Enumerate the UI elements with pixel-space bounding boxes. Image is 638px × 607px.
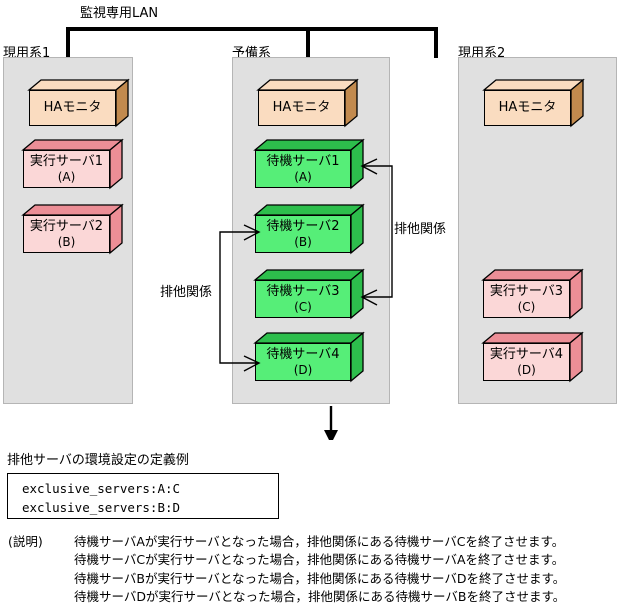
explanation-block: (説明) 待機サーバAが実行サーバとなった場合，排他関係にある待機サーバCを終了… [8,533,565,607]
box-ha-monitor-2: HAモニタ [256,78,359,128]
config-code-box: exclusive_servers:A:C exclusive_servers:… [7,473,279,519]
lan-label: 監視専用LAN [80,6,159,21]
box-3d-shading [256,78,359,128]
relation-label-right: 排他関係 [394,222,447,237]
box-3d-shading [27,78,130,128]
box-standby-server-1: 待機サーバ1 (A) [253,138,365,190]
arrowhead-to-standby-2 [243,224,261,241]
box-label-line1: HAモニタ [498,100,557,116]
config-section-title: 排他サーバの環境設定の定義例 [7,453,189,468]
explanation-line-1: 待機サーバAが実行サーバとなった場合，排他関係にある待機サーバCを終了させます。 [74,534,565,549]
box-label-line1: HAモニタ [43,100,102,116]
explanation-line-4: 待機サーバDが実行サーバとなった場合，排他関係にある待機サーバBを終了させます。 [74,589,566,605]
box-label-line1: 実行サーバ4 [489,347,564,363]
box-3d-shading [481,268,584,320]
lan-bus-line [66,27,438,31]
box-label-line1: 実行サーバ3 [489,284,564,300]
box-ha-monitor-3: HAモニタ [482,78,585,128]
box-standby-server-3: 待機サーバ3 (C) [253,268,365,320]
box-label-line1: 実行サーバ1 [29,154,104,170]
box-label-line2: (B) [57,234,76,249]
code-line-1: exclusive_servers:A:C [22,481,181,496]
flow-arrow-head [324,430,338,440]
box-label-line1: 待機サーバ4 [266,347,340,363]
box-label-line1: 待機サーバ3 [266,284,340,300]
explanation-line-2: 待機サーバCが実行サーバとなった場合，排他関係にある待機サーバAを終了させます。 [74,552,565,568]
box-label-line2: (D) [517,362,536,377]
arrowhead-to-standby-1 [360,158,378,175]
lan-drop-line-1 [66,27,70,58]
relation-connectors [219,158,393,440]
box-3d-shading [482,78,585,128]
relation-line-a-c [363,165,393,298]
box-active-server-4: 実行サーバ4 (D) [481,331,584,383]
box-active-server-1: 実行サーバ1 (A) [21,138,124,190]
box-standby-server-4: 待機サーバ4 (D) [253,331,365,383]
lan-drop-line-2 [306,27,310,58]
box-label-line2: (B) [294,234,312,249]
relation-line-b-d [219,231,258,364]
box-label-line1: 待機サーバ2 [266,219,340,235]
box-active-server-2: 実行サーバ2 (B) [21,203,124,255]
box-ha-monitor-1: HAモニタ [27,78,130,128]
code-line-2: exclusive_servers:B:D [22,500,181,516]
box-label-line2: (A) [294,169,312,184]
box-label-line2: (C) [294,299,312,314]
explanation-label: (説明) [8,534,43,549]
box-label-line1: 待機サーバ1 [266,154,340,170]
box-active-server-3: 実行サーバ3 (C) [481,268,584,320]
relation-label-left: 排他関係 [160,285,213,300]
box-label-line1: 実行サーバ2 [29,219,104,235]
explanation-line-3: 待機サーバBが実行サーバとなった場合，排他関係にある待機サーバDを終了させます。 [74,570,566,586]
lan-drop-line-3 [434,27,438,58]
arrowhead-to-standby-3 [360,289,378,306]
box-3d-shading [253,331,365,383]
box-label-line1: HAモニタ [272,100,331,116]
box-label-line2: (A) [57,169,76,184]
box-3d-shading [21,203,124,255]
box-label-line2: (D) [293,362,313,377]
box-standby-server-2: 待機サーバ2 (B) [253,203,365,255]
box-label-line2: (C) [517,299,536,314]
arrowhead-to-standby-4 [243,355,261,372]
